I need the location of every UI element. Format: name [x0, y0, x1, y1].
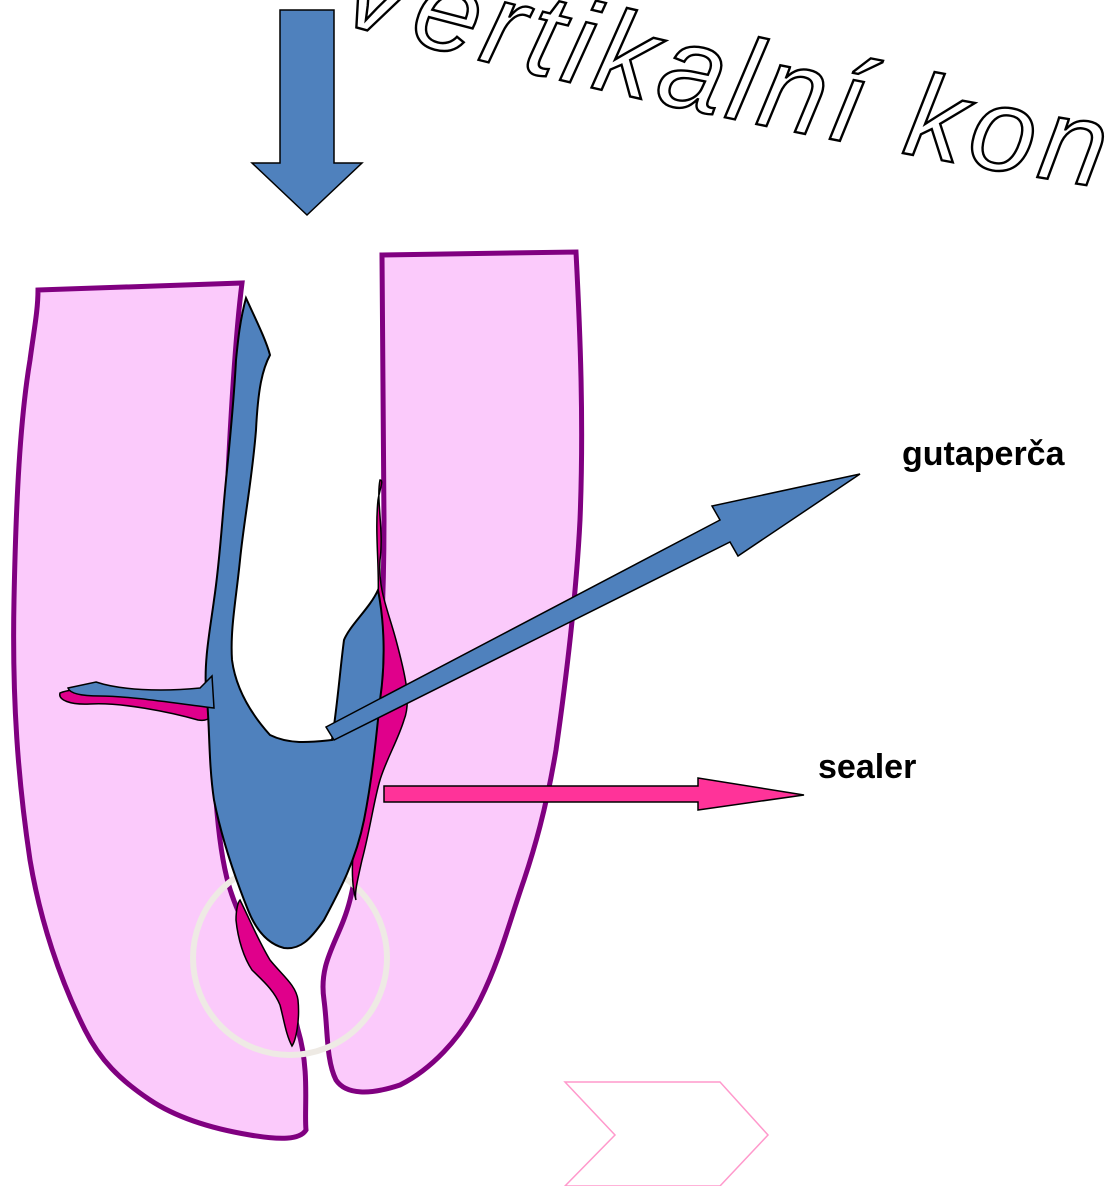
- slide-title: Vertikalní konde: [0, 0, 1105, 225]
- sealer-label: sealer: [818, 748, 916, 786]
- next-chevron-icon[interactable]: [565, 1082, 768, 1186]
- gutta-percha-label: gutaperča: [902, 435, 1066, 473]
- slide-title-text: Vertikalní konde: [0, 0, 1105, 225]
